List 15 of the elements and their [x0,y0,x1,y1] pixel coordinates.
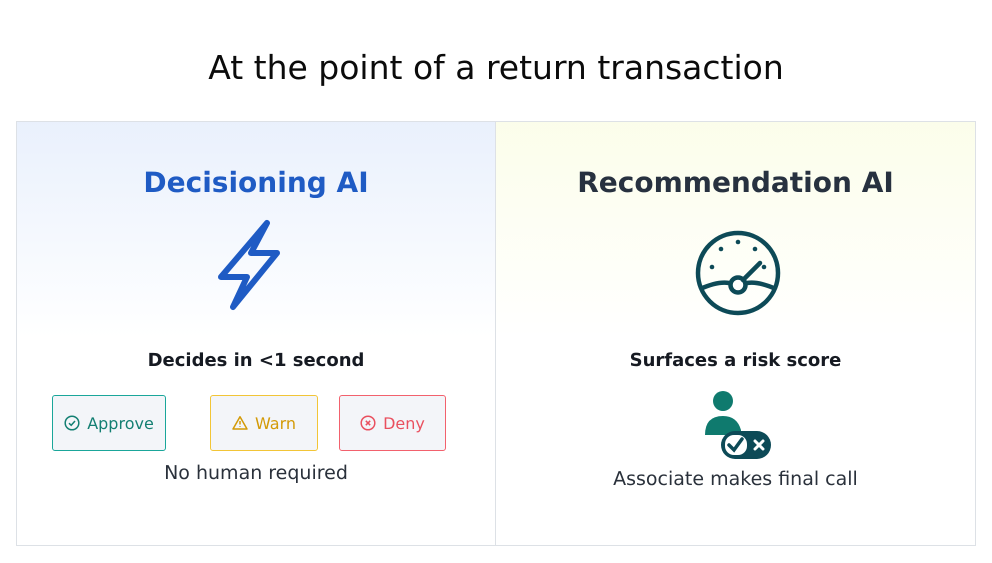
title: At the point of a return transaction [207,48,785,87]
panel-subheading: Decides in <1 second [148,350,364,371]
panel-note: Associate makes final call [613,468,858,490]
panel [16,121,496,546]
status-button [339,395,446,451]
panel-heading: Recommendation AI [577,166,894,199]
panel [496,121,976,546]
button-label: Deny [383,414,425,432]
button-label: Approve [87,414,154,432]
panel-heading: Decisioning AI [143,166,369,199]
status-button [52,395,166,451]
button-label: Warn [254,414,296,432]
panel-subheading: Surfaces a risk score [630,350,842,371]
panel-note: No human required [164,462,348,484]
status-button [210,395,318,451]
